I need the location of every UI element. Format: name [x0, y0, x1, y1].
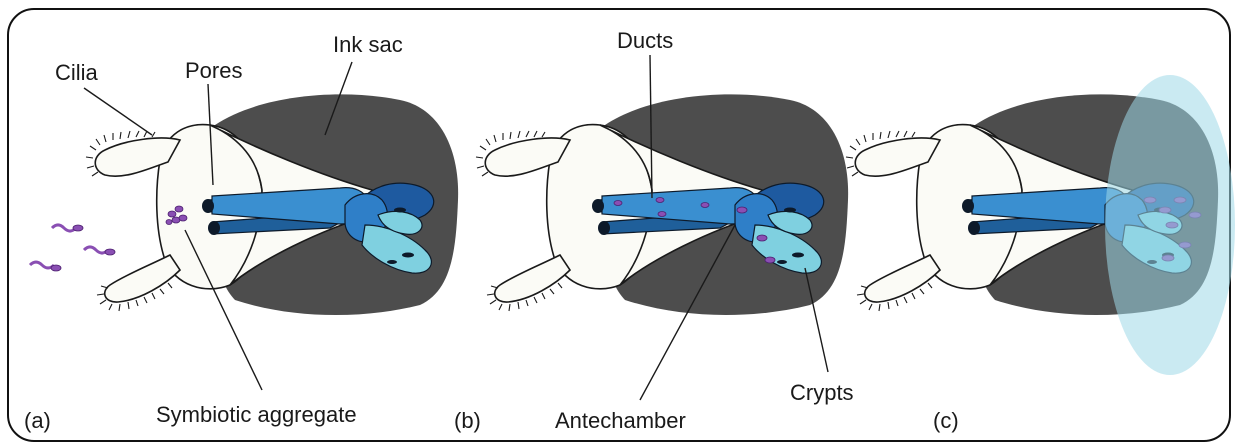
label-antechamber: Antechamber	[555, 408, 686, 433]
luminescence-halo	[1105, 75, 1235, 375]
panel-label-b: (b)	[454, 408, 481, 433]
label-ink-sac: Ink sac	[333, 32, 403, 57]
label-ducts: Ducts	[617, 28, 673, 53]
label-cilia: Cilia	[55, 60, 99, 85]
label-crypts: Crypts	[790, 380, 854, 405]
label-symbiotic-aggregate: Symbiotic aggregate	[156, 402, 357, 427]
panel-label-a: (a)	[24, 408, 51, 433]
label-pores: Pores	[185, 58, 242, 83]
panel-label-c: (c)	[933, 408, 959, 433]
